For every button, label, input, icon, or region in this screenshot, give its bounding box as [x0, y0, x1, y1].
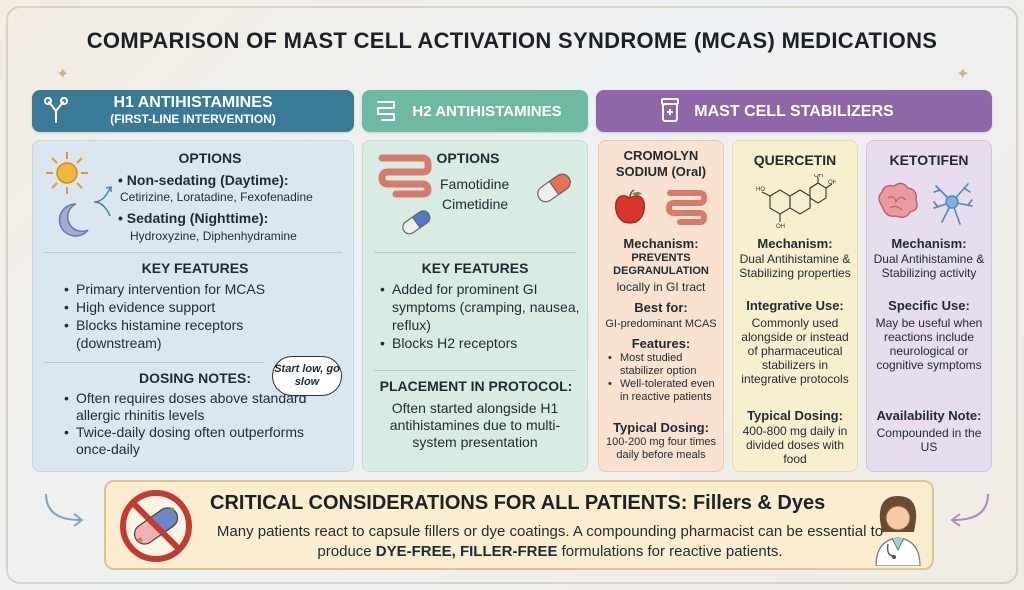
no-dye-capsule-icon	[120, 490, 192, 562]
list-item: Well-tolerated even in reactive patients	[608, 378, 720, 404]
start-low-bubble: Start low, go slow	[272, 356, 342, 396]
critical-considerations-box: CRITICAL CONSIDERATIONS FOR ALL PATIENTS…	[104, 480, 934, 570]
cromolyn-mechanism-label: Mechanism:	[623, 236, 699, 251]
h1-sedating-label-text: Sedating (Nighttime):	[126, 210, 269, 226]
curved-arrow-icon	[950, 493, 989, 527]
cromolyn-bestfor-text: GI-predominant MCAS	[605, 318, 717, 330]
footer-body-bold: DYE-FREE, FILLER-FREE	[375, 543, 558, 560]
svg-text:OH: OH	[828, 180, 836, 186]
h1-nonsedating-label-text: Non-sedating (Daytime):	[126, 172, 289, 188]
quercetin-use-text: Commonly used alongside or instead of ph…	[741, 316, 849, 386]
cromolyn-features-list: Most studied stabilizer option Well-tole…	[608, 352, 720, 404]
quercetin-name: QUERCETIN	[753, 152, 837, 168]
branch-arrow-icon	[93, 186, 112, 217]
h1-sedating-drugs: Hydroxyzine, Diphenhydramine	[130, 229, 297, 243]
divider	[44, 362, 264, 363]
list-item: Blocks histamine receptors (downstream)	[64, 316, 304, 352]
h2-placement-text: Often started alongside H1 antihistamine…	[389, 400, 561, 450]
intestine-icon	[377, 101, 395, 121]
mast-cell-header-title: MAST CELL STABILIZERS	[694, 102, 894, 120]
h2-features-list: Added for prominent GI symptoms (crampin…	[380, 280, 580, 352]
curved-arrow-icon	[45, 493, 84, 527]
brain-icon	[878, 182, 918, 218]
h1-header: H1 ANTIHISTAMINES (FIRST-LINE INTERVENTI…	[32, 90, 354, 132]
moon-icon	[58, 203, 89, 237]
footer-body: Many patients react to capsule fillers o…	[200, 522, 900, 562]
h2-features-title: KEY FEATURES	[421, 260, 529, 276]
h1-nonsedating-label: • Non-sedating (Daytime):	[118, 172, 289, 188]
h2-header-title: H2 ANTIHISTAMINES	[412, 102, 562, 120]
cromolyn-mechanism-text: locally in GI tract	[616, 280, 706, 294]
footer-body-part2: formulations for reactive patients.	[557, 543, 783, 560]
divider	[374, 370, 576, 371]
apple-icon	[615, 189, 645, 224]
h1-features-title: KEY FEATURES	[141, 260, 249, 276]
list-item: Twice-daily dosing often outperforms onc…	[64, 424, 314, 458]
h2-header: H2 ANTIHISTAMINES	[362, 90, 588, 132]
quercetin-use-label: Integrative Use:	[746, 298, 844, 313]
h1-options-title: OPTIONS	[178, 150, 242, 166]
quercetin-dosing-label: Typical Dosing:	[747, 408, 843, 423]
cromolyn-dosing-label: Typical Dosing:	[613, 420, 709, 435]
list-item: Often requires doses above standard alle…	[64, 390, 314, 424]
quercetin-panel	[732, 140, 858, 472]
h2-drug-famotidine: Famotidine	[440, 176, 510, 192]
ketotifen-use-label: Specific Use:	[888, 298, 970, 313]
pharmacist-icon	[875, 496, 921, 566]
h1-header-title: H1 ANTIHISTAMINES	[113, 94, 273, 111]
quercetin-dosing-text: 400-800 mg daily in divided doses with f…	[742, 424, 848, 466]
list-item: Blocks H2 receptors	[380, 334, 580, 352]
pill-bottle-icon	[661, 98, 679, 122]
h1-nonsedating-drugs: Cetirizine, Loratadine, Fexofenadine	[120, 190, 313, 204]
cromolyn-mechanism-bold: PREVENTS DEGRANULATION	[613, 252, 709, 277]
svg-text:OH: OH	[814, 174, 823, 179]
page-frame	[6, 6, 1018, 584]
footer-title: CRITICAL CONSIDERATIONS FOR ALL PATIENTS…	[210, 492, 826, 514]
list-item: High evidence support	[64, 298, 304, 316]
quercetin-mechanism-text: Dual Antihistamine & Stabilizing propert…	[739, 252, 851, 280]
capsule-icon	[537, 173, 571, 203]
sparkle-icon: ✦	[956, 66, 970, 83]
h1-sedating-label: • Sedating (Nighttime):	[118, 210, 269, 226]
svg-text:OH: OH	[776, 224, 785, 230]
cromolyn-features-label: Features:	[631, 336, 691, 351]
sun-icon	[46, 152, 88, 194]
mast-cell-header: MAST CELL STABILIZERS	[596, 90, 992, 132]
intestine-icon	[665, 190, 708, 225]
cromolyn-dosing-text: 100-200 mg four times daily before meals	[605, 436, 717, 461]
ketotifen-mechanism-label: Mechanism:	[891, 236, 967, 251]
list-item: Primary intervention for MCAS	[64, 280, 304, 298]
h1-dosing-title: DOSING NOTES:	[138, 370, 251, 386]
molecule-icon: HO OH OH OH	[756, 174, 836, 230]
antibody-icon	[44, 97, 68, 123]
h2-options-title: OPTIONS	[436, 150, 500, 166]
ketotifen-availability-label: Availability Note:	[876, 408, 982, 423]
h2-placement-title: PLACEMENT IN PROTOCOL:	[379, 378, 573, 394]
intestine-icon	[378, 154, 432, 198]
ketotifen-availability-text: Compounded in the US	[876, 426, 982, 454]
footer-body-part1: Many patients react to capsule fillers o…	[216, 523, 884, 560]
sparkle-icon: ✦	[56, 66, 70, 83]
svg-text:HO: HO	[756, 187, 765, 193]
h1-dosing-list: Often requires doses above standard alle…	[64, 390, 314, 458]
page-title: COMPARISON OF MAST CELL ACTIVATION SYNDR…	[86, 28, 938, 53]
capsule-icon	[402, 210, 431, 235]
quercetin-mechanism-label: Mechanism:	[757, 236, 833, 251]
neuron-icon	[933, 183, 973, 225]
cromolyn-name: CROMOLYN SODIUM (Oral)	[615, 148, 707, 179]
h1-header-subtitle: (FIRST-LINE INTERVENTION)	[110, 112, 276, 126]
h1-features-list: Primary intervention for MCAS High evide…	[64, 280, 304, 352]
ketotifen-mechanism-text: Dual Antihistamine & Stabilizing activit…	[873, 252, 985, 280]
divider	[374, 252, 576, 253]
list-item: Added for prominent GI symptoms (crampin…	[380, 280, 580, 334]
list-item: Most studied stabilizer option	[608, 352, 720, 378]
cromolyn-bestfor-label: Best for:	[634, 300, 688, 315]
h2-drug-cimetidine: Cimetidine	[442, 196, 509, 212]
divider	[44, 252, 342, 253]
ketotifen-name: KETOTIFEN	[889, 152, 969, 168]
ketotifen-use-text: May be useful when reactions include neu…	[875, 316, 983, 372]
